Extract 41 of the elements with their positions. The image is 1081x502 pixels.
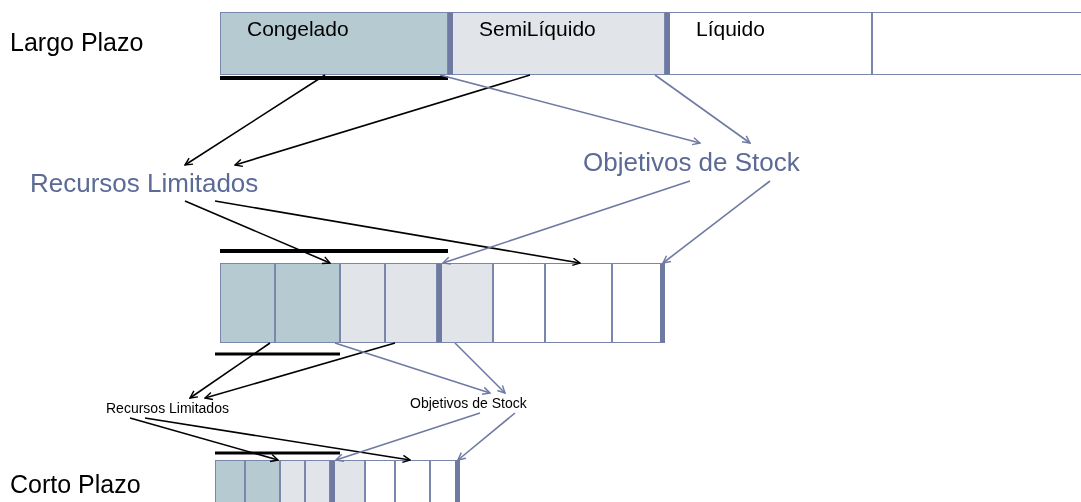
concept-label: Recursos Limitados: [30, 165, 340, 201]
concept-label: Recursos Limitados: [106, 398, 278, 418]
bar-segment: [215, 460, 245, 502]
bar-segment: [437, 263, 493, 343]
bar-segment: [305, 460, 330, 502]
bar-segment: SemiLíquido: [448, 12, 665, 75]
arrow: [129, 417, 279, 463]
bar-segment: Congelado: [220, 12, 448, 75]
bar-segment: [430, 460, 460, 502]
bar-segment: [395, 460, 430, 502]
arrow: [662, 180, 771, 264]
arrow: [144, 417, 411, 464]
arrow: [334, 342, 491, 395]
arrow: [189, 342, 271, 399]
arrow: [184, 200, 331, 265]
horizon-label: Largo Plazo: [10, 28, 144, 57]
arrow: [454, 342, 506, 394]
bar-segment: [330, 460, 365, 502]
bar-segment: [340, 263, 385, 343]
arrow: [439, 74, 701, 146]
arrow: [335, 412, 481, 462]
concept-label: Objetivos de Stock: [583, 143, 878, 181]
bar-segment: [275, 263, 340, 343]
bar-segment: [872, 12, 1081, 75]
concept-label: Objetivos de Stock: [410, 393, 576, 413]
bar-segment: Líquido: [665, 12, 872, 75]
bar-segment: [612, 263, 665, 343]
arrow: [654, 74, 751, 144]
bar-segment: [245, 460, 280, 502]
horizon-label: Corto Plazo: [10, 470, 141, 499]
arrow: [204, 342, 396, 401]
bar-segment: [545, 263, 612, 343]
bar-segment: [365, 460, 395, 502]
bar-segment: [385, 263, 437, 343]
bar-segment: [493, 263, 545, 343]
arrow: [442, 180, 691, 265]
arrow: [234, 74, 531, 168]
bar-segment: [220, 263, 275, 343]
arrow: [214, 200, 581, 267]
arrow: [457, 412, 516, 461]
bar-segment: [280, 460, 305, 502]
